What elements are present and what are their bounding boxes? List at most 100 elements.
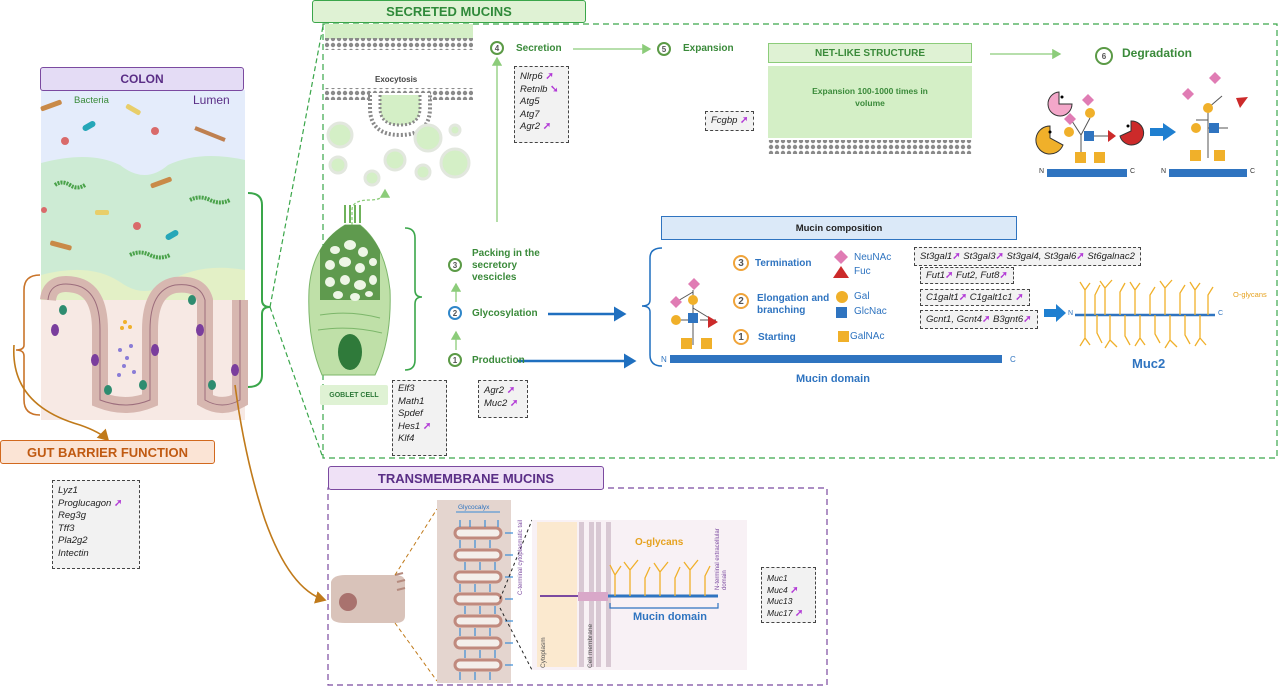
glycocalyx-label: Glycocalyx	[458, 504, 490, 511]
downregulated-arrow-icon: ➘	[550, 83, 559, 95]
production-gene-box: Agr2 ➚ Muc2 ➚	[478, 380, 528, 418]
tm-mucin-domain-label: Mucin domain	[633, 611, 707, 623]
termination-step-icon: 3	[733, 255, 749, 271]
secreted-mucins-title-text: SECRETED MUCINS	[386, 4, 512, 19]
fuc-label: Fuc	[854, 266, 871, 277]
upregulated-arrow-icon: ➚	[1076, 251, 1085, 262]
transmembrane-frame	[327, 487, 828, 686]
upregulated-arrow-icon: ➚	[952, 251, 961, 262]
step-production-label: Production	[472, 355, 525, 366]
glcnac-label: GlcNac	[854, 306, 887, 317]
o-glycans-label: O-glycans	[1233, 290, 1267, 299]
step-packing-label: Packing in the secretory vescicles	[472, 248, 540, 283]
upregulated-arrow-icon: ➚	[982, 314, 991, 325]
goblet-cell-label: GOBLET CELL	[320, 385, 388, 405]
step-2-glycosylation-icon: 2	[448, 306, 462, 320]
upregulated-arrow-icon: ➚	[958, 292, 968, 303]
step-degradation-label: Degradation	[1122, 46, 1193, 60]
gut-barrier-title: GUT BARRIER FUNCTION	[0, 440, 215, 464]
gene-muc4: Muc4 ➚	[767, 584, 799, 596]
elongation-step-icon: 2	[733, 293, 749, 309]
gene-reg3g: Reg3g	[58, 510, 86, 522]
expansion-text: Expansion 100-1000 times in volume	[812, 86, 928, 108]
fcgbp-gene-box: Fcgbp ➚	[705, 111, 755, 131]
upregulated-arrow-icon: ➚	[506, 385, 516, 396]
upregulated-arrow-icon: ➚	[1015, 292, 1024, 303]
upregulated-arrow-icon: ➚	[794, 607, 804, 619]
gene-muc1: Muc1	[767, 573, 788, 583]
gene-elf3: Elf3	[398, 383, 415, 394]
gene-math1: Math1	[398, 395, 425, 407]
muc2-label: Muc2	[1132, 356, 1166, 371]
net-like-structure-illustration	[768, 66, 972, 154]
gene-muc13: Muc13	[767, 596, 793, 606]
c-terminal-label: C-terminal cytoplasmatic tail	[518, 519, 524, 595]
muc2-n-label: N	[1068, 310, 1074, 317]
neunac-label: NeuNAc	[854, 252, 892, 263]
enterocyte-illustration	[331, 500, 533, 683]
bacteria-label: Bacteria	[74, 95, 109, 106]
upregulated-arrow-icon: ➚	[545, 71, 554, 82]
step-5-expansion-icon: 5	[657, 42, 671, 56]
composition-n-label: N	[661, 355, 667, 364]
n-terminal-label: N-terminal extracellular domain	[715, 528, 728, 590]
gene-pla2g2: Pla2g2	[58, 535, 88, 547]
secretion-gene-box: Nlrp6 ➚ Retnlb ➘ Atg5 Atg7 Agr2 ➚	[514, 66, 569, 143]
muc2-illustration	[1075, 279, 1215, 349]
upregulated-arrow-icon: ➚	[945, 270, 954, 281]
colon-title-text: COLON	[120, 72, 164, 86]
gene-muc2: Muc2 ➚	[484, 397, 519, 409]
exocytosis-illustration	[325, 24, 473, 187]
tm-o-glycans-label: O-glycans	[635, 537, 684, 548]
gene-tff3: Tff3	[58, 522, 75, 534]
gene-nlrp6: Nlrp6 ➚	[520, 71, 554, 82]
upregulated-arrow-icon: ➚	[509, 397, 519, 409]
gene-retnlb: Retnlb ➘	[520, 83, 559, 95]
gene-muc17: Muc17 ➚	[767, 607, 804, 619]
gene-lyz1: Lyz1	[58, 485, 78, 496]
colon-title: COLON	[40, 67, 244, 91]
gene-hes1: Hes1 ➚	[398, 420, 432, 432]
secreted-mucins-title: SECRETED MUCINS	[312, 0, 586, 23]
starting-label: Starting	[758, 332, 796, 343]
membrane-mucin-illustration	[532, 520, 747, 670]
gene-proglucagon: Proglucagon ➚	[58, 497, 123, 509]
gene-agr2: Agr2 ➚	[484, 385, 516, 396]
gene-agr2-secretion: Agr2 ➚	[520, 121, 552, 133]
fuc-genes: Fut1➚ Fut2, Fut8➚	[920, 267, 1014, 284]
neunac-genes: St3gal1➚ St3gal3➚ St3gal4, St3gal6➚ St6g…	[914, 247, 1141, 266]
goblet-cell-illustration	[308, 205, 391, 376]
degradation-n-label-1: N	[1039, 168, 1045, 175]
sugar-legend-shapes	[833, 250, 849, 342]
upregulated-arrow-icon: ➚	[740, 115, 749, 126]
upregulated-arrow-icon: ➚	[995, 251, 1004, 262]
step-expansion-label: Expansion	[683, 43, 734, 54]
upregulated-arrow-icon: ➚	[114, 497, 123, 509]
mucin-composition-title: Mucin composition	[661, 216, 1017, 240]
gene-atg5: Atg5	[520, 96, 540, 108]
step-6-degradation-icon: 6	[1095, 47, 1113, 65]
upregulated-arrow-icon: ➚	[790, 584, 799, 596]
gene-klf4: Klf4	[398, 433, 415, 445]
step-1-production-icon: 1	[448, 353, 462, 367]
termination-label: Termination	[755, 258, 812, 269]
gut-barrier-title-text: GUT BARRIER FUNCTION	[26, 444, 189, 460]
step-secretion-label: Secretion	[516, 43, 562, 54]
mucin-domain-label: Mucin domain	[796, 373, 870, 385]
gal-genes: C1galt1➚ C1galt1c1 ➚	[920, 289, 1030, 306]
step-glycosylation-label: Glycosylation	[472, 308, 538, 319]
colon-illustration	[40, 90, 248, 420]
composition-c-label: C	[1010, 355, 1016, 364]
starting-step-icon: 1	[733, 329, 749, 345]
gene-spdef: Spdef	[398, 408, 423, 420]
degradation-n-label-2: N	[1161, 168, 1167, 175]
step-4-secretion-icon: 4	[490, 41, 504, 55]
lumen-label: Lumen	[193, 93, 230, 107]
muc2-c-label: C	[1218, 310, 1224, 317]
glcnac-genes: Gcnt1, Gcnt4➚ B3gnt6➚	[920, 310, 1038, 329]
degradation-c-label-1: C	[1130, 168, 1136, 175]
transmembrane-mucins-title: TRANSMEMBRANE MUCINS	[328, 466, 604, 490]
galnac-label: GalNAc	[850, 331, 885, 342]
gene-atg7: Atg7	[520, 108, 540, 120]
